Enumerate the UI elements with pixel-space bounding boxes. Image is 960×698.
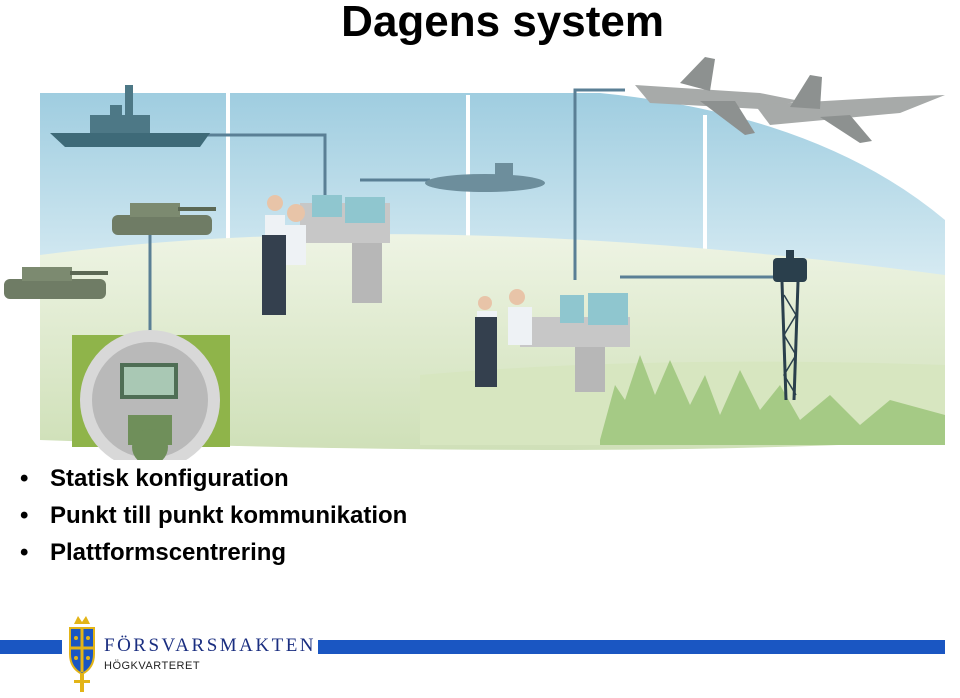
bullet-item: Plattformscentrering bbox=[20, 539, 450, 566]
crest-icon bbox=[69, 616, 95, 692]
fighter-jet-icon bbox=[755, 75, 945, 143]
forest bbox=[600, 355, 945, 445]
footer-bar-right bbox=[318, 640, 945, 654]
system-illustration bbox=[4, 57, 945, 460]
bullet-item: Statisk konfiguration bbox=[20, 465, 450, 492]
submarine-icon bbox=[425, 163, 545, 192]
warship-icon bbox=[50, 85, 210, 147]
operator-icon bbox=[475, 289, 630, 392]
bullet-list: Statisk konfiguration Punkt till punkt k… bbox=[20, 465, 450, 576]
tank-icon bbox=[4, 267, 108, 299]
brand-subtitle: HÖGKVARTERET bbox=[104, 660, 201, 672]
radar-tower-icon bbox=[773, 250, 807, 401]
fighter-jet-icon bbox=[635, 57, 800, 135]
bullet-item: Punkt till punkt kommunikation bbox=[20, 502, 450, 529]
brand-name: FÖRSVARSMAKTEN bbox=[104, 635, 317, 656]
link-lines bbox=[148, 88, 780, 335]
tank-icon bbox=[112, 203, 216, 235]
slide-title: Dagens system bbox=[341, 0, 664, 46]
tank-interior-inset bbox=[72, 330, 230, 460]
operator-icon bbox=[262, 195, 390, 315]
footer-bar-left bbox=[0, 640, 62, 654]
